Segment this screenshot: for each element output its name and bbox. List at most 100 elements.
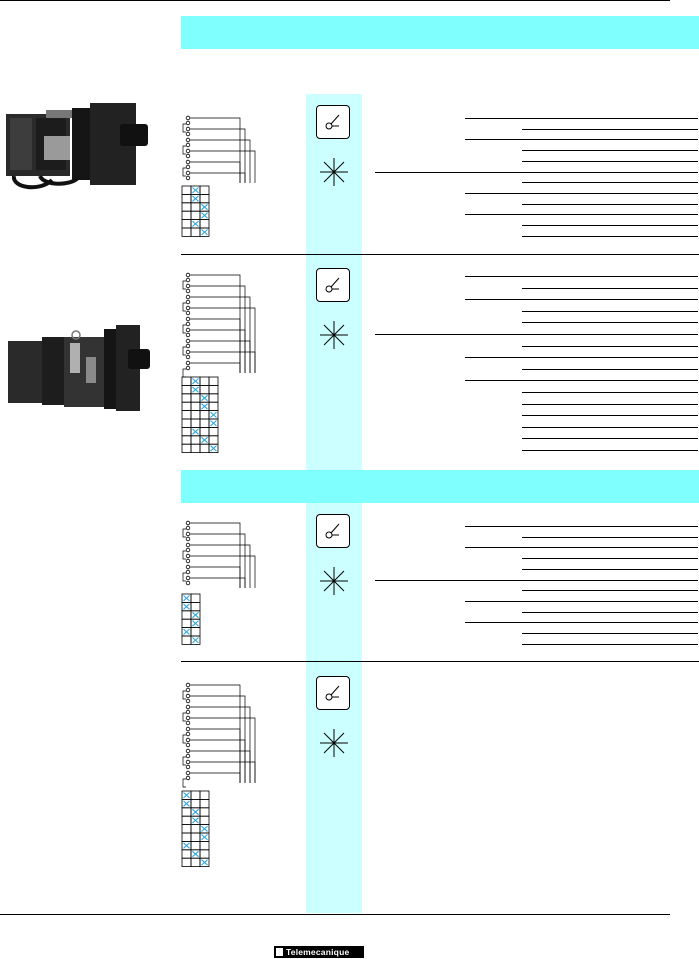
grid-cell (181, 393, 192, 403)
grid-cell (181, 618, 192, 629)
logo-mark-icon (276, 948, 283, 956)
terminal (185, 349, 191, 355)
wire (190, 772, 241, 783)
grid-cell (199, 443, 210, 453)
grid-cell (190, 824, 201, 834)
grid-cell (181, 849, 192, 859)
spec-table-rule (522, 569, 698, 570)
wire (190, 172, 246, 183)
grid-cell (199, 841, 210, 851)
wire (190, 566, 241, 588)
wire (190, 307, 256, 373)
bridge (182, 123, 186, 133)
grid-cell (190, 798, 201, 809)
spec-table-rule (522, 236, 698, 237)
wire (190, 139, 251, 183)
grid-cell (190, 443, 201, 453)
contact-closed-mark (201, 212, 208, 219)
grid-cell (199, 790, 210, 800)
terminal (185, 148, 191, 154)
terminal (185, 525, 191, 531)
spec-table-rule (522, 204, 698, 205)
rotary-symbol-icon (320, 729, 348, 757)
spec-table-rule (465, 380, 698, 381)
contact-closed-mark (183, 792, 190, 799)
bridge (182, 756, 186, 766)
terminal (185, 742, 191, 748)
terminal (185, 137, 191, 143)
spec-table-rule (522, 150, 698, 151)
grid-cell (199, 857, 210, 867)
contact-closed-mark (183, 603, 190, 610)
terminal (185, 748, 191, 754)
grid-cell (208, 393, 219, 403)
wire (190, 329, 246, 373)
contact-closed-mark (192, 808, 199, 816)
wire (190, 274, 241, 373)
rotary-symbol-icon (320, 567, 348, 595)
grid-cell (181, 418, 192, 428)
wire (190, 117, 241, 183)
switching-grid (181, 593, 201, 645)
wire (190, 555, 256, 588)
spec-table-rule (522, 369, 698, 370)
grid-cell (190, 410, 201, 420)
grid-cell (199, 410, 210, 420)
grid-cell (190, 593, 201, 603)
grid-cell (190, 418, 201, 428)
spec-table-rule (375, 580, 698, 581)
switching-grid (181, 790, 210, 867)
header-band-2 (181, 470, 699, 503)
wiring-diagram (182, 272, 256, 378)
spec-table-rule (522, 415, 698, 416)
bridge (182, 712, 186, 722)
terminal (185, 698, 191, 704)
terminal (185, 360, 191, 366)
terminal (185, 164, 191, 170)
contact-closed-mark (210, 420, 217, 427)
terminal (185, 709, 191, 715)
spec-table-rule (522, 450, 698, 451)
bridge (182, 550, 186, 560)
spec-table-rule (522, 322, 698, 323)
wire (190, 522, 241, 588)
contact-closed-mark (192, 220, 199, 227)
terminal (185, 310, 191, 316)
grid-cell (190, 227, 201, 237)
grid-cell (208, 443, 219, 453)
terminal (185, 737, 191, 743)
bottom-rule (0, 914, 670, 915)
spec-table-rule (522, 404, 698, 405)
grid-cell (181, 435, 192, 445)
contact-closed-mark (183, 842, 190, 849)
contact-closed-mark (201, 394, 208, 402)
terminal (185, 575, 191, 581)
spec-table-rule (465, 276, 698, 277)
terminal (185, 294, 191, 300)
grid-cell (199, 427, 210, 437)
grid-cell (199, 807, 210, 817)
bridge (182, 572, 186, 582)
terminal (185, 764, 191, 770)
bridge (182, 280, 186, 290)
terminal (185, 316, 191, 322)
terminal (185, 704, 191, 710)
terminal (185, 332, 191, 338)
wire (190, 318, 241, 373)
bridge (182, 302, 186, 312)
grid-cell (190, 401, 201, 412)
grid-cell (199, 849, 210, 859)
wire (190, 761, 256, 783)
grid-cell (181, 610, 192, 620)
wire (190, 750, 251, 783)
terminal (185, 327, 191, 333)
wiring-diagram (182, 520, 256, 588)
terminal (185, 564, 191, 570)
spec-table-rule (522, 129, 698, 130)
wire (190, 706, 251, 783)
terminal (185, 305, 191, 311)
grid-cell (190, 210, 201, 221)
spec-table-rule (465, 139, 698, 140)
spec-table-rule (522, 311, 698, 312)
contact-closed-mark (201, 859, 208, 866)
